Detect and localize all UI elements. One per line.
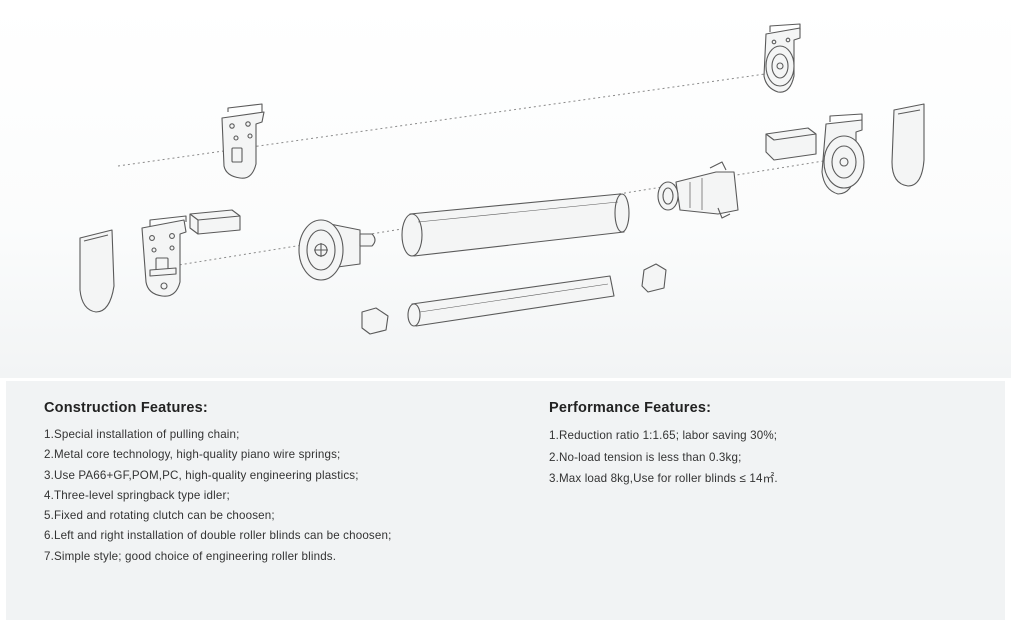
performance-item: 2.No-load tension is less than 0.3kg; bbox=[549, 450, 742, 464]
performance-list: 1.Reduction ratio 1:1.65; labor saving 3… bbox=[549, 425, 989, 490]
construction-item: 5.Fixed and rotating clutch can be choos… bbox=[44, 509, 275, 523]
guide-line-top bbox=[117, 72, 773, 167]
construction-item: 3.Use PA66+GF,POM,PC, high-quality engin… bbox=[44, 468, 359, 482]
features-panel: Construction Features: 1.Special install… bbox=[6, 381, 1005, 620]
construction-features: Construction Features: 1.Special install… bbox=[44, 400, 524, 567]
performance-item: 1.Reduction ratio 1:1.65; labor saving 3… bbox=[549, 429, 778, 442]
left-mounting-bracket bbox=[141, 215, 187, 297]
construction-item: 2.Metal core technology, high-quality pi… bbox=[44, 448, 341, 462]
exploded-assembly-diagram bbox=[0, 0, 1011, 378]
right-chain-guide-cover bbox=[765, 127, 817, 161]
right-mounting-bracket bbox=[821, 113, 865, 195]
idler-end-plug bbox=[657, 161, 739, 219]
construction-item: 4.Three-level springback type idler; bbox=[44, 488, 230, 502]
bottom-rail-end-cap-right bbox=[641, 263, 667, 293]
upper-left-bracket bbox=[221, 103, 265, 179]
roller-tube bbox=[401, 193, 630, 257]
construction-item: 7.Simple style; good choice of engineeri… bbox=[44, 549, 337, 563]
bottom-rail bbox=[407, 275, 615, 327]
left-end-cover bbox=[79, 229, 115, 313]
clutch-assembly bbox=[298, 219, 376, 281]
right-end-cover bbox=[891, 103, 925, 187]
assembly-drawing bbox=[79, 23, 925, 335]
construction-item: 6.Left and right installation of double … bbox=[44, 529, 392, 543]
construction-list: 1.Special installation of pulling chain;… bbox=[44, 425, 524, 567]
chain-guide-cover bbox=[189, 209, 241, 235]
construction-heading: Construction Features: bbox=[44, 400, 208, 416]
bottom-rail-end-cap-left bbox=[361, 307, 389, 335]
construction-item: 1.Special installation of pulling chain; bbox=[44, 428, 240, 441]
performance-features: Performance Features: 1.Reduction ratio … bbox=[549, 400, 989, 490]
performance-item: 3.Max load 8kg,Use for roller blinds ≤ 1… bbox=[549, 472, 778, 485]
performance-heading: Performance Features: bbox=[549, 400, 712, 416]
upper-right-bracket bbox=[763, 23, 801, 93]
